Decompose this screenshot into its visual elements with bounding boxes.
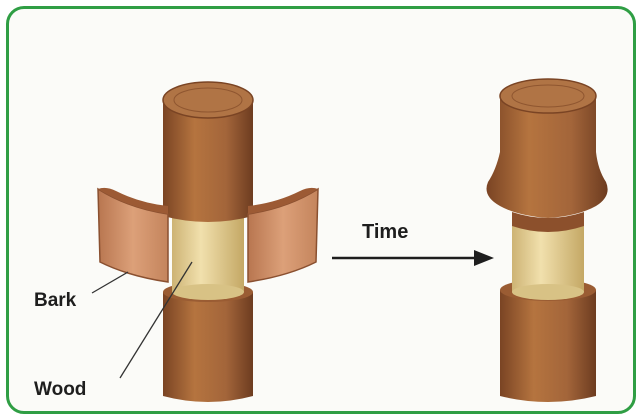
time-arrow-head: [474, 250, 494, 266]
right-exposed-wood-bottom: [512, 284, 584, 300]
right-trunk-top: [500, 79, 596, 113]
left-trunk-lower: [163, 292, 253, 402]
left-trunk: [98, 82, 318, 402]
right-trunk-lower: [500, 290, 596, 402]
right-trunk: [487, 79, 608, 402]
bark-label: Bark: [34, 291, 76, 310]
right-trunk-swollen: [487, 96, 608, 218]
bark-leader-line: [92, 272, 128, 293]
exposed-wood-bottom: [172, 284, 244, 300]
time-label: Time: [362, 222, 408, 242]
left-trunk-top: [163, 82, 253, 118]
wood-label: Wood: [34, 380, 86, 399]
time-arrow: [332, 250, 494, 266]
